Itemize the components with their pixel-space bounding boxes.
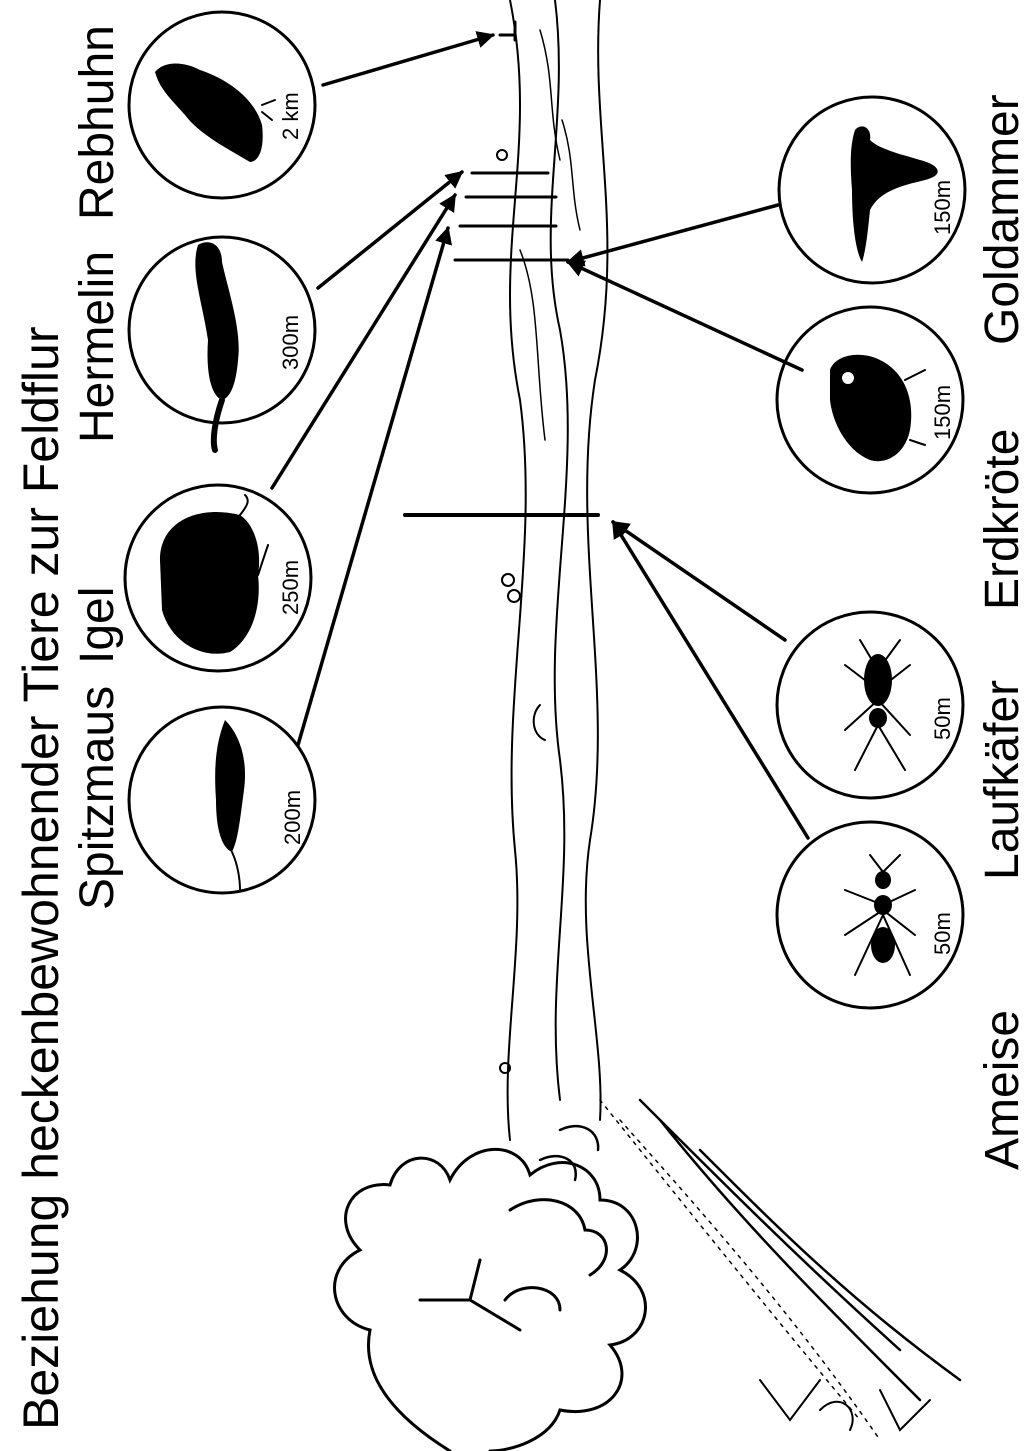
shrew-icon — [215, 720, 245, 852]
label-igel: Igel — [71, 587, 124, 664]
circle-ameise: 50m — [777, 822, 963, 1008]
distance-goldammer: 150m — [930, 180, 955, 235]
label-rebhuhn: Rebhuhn — [71, 25, 124, 220]
label-laufkaefer: Laufkäfer — [976, 680, 1029, 880]
label-ameise: Ameise — [976, 1010, 1029, 1170]
distance-spitzmaus: 200m — [280, 790, 305, 845]
toad-icon — [830, 355, 911, 461]
arrow-ameise — [613, 522, 808, 838]
distance-rebhuhn: 2 km — [278, 92, 303, 140]
arrow-rebhuhn — [323, 35, 493, 85]
arrow-spitzmaus — [298, 228, 448, 745]
label-spitzmaus: Spitzmaus — [71, 686, 124, 910]
circle-rebhuhn: 2 km — [129, 12, 315, 198]
circle-hermelin: 300m — [129, 237, 315, 450]
distance-erdkroete: 150m — [930, 385, 955, 440]
distance-bars — [405, 22, 598, 515]
label-erdkroete: Erdkröte — [976, 429, 1029, 610]
circle-erdkroete: 150m — [777, 307, 963, 493]
hedge — [335, 1100, 960, 1451]
circle-igel: 250m — [125, 485, 311, 671]
circle-laufkaefer: 50m — [777, 612, 963, 798]
distance-laufkaefer: 50m — [930, 697, 955, 740]
circle-goldammer: 150m — [779, 97, 965, 283]
arrow-goldammer — [568, 205, 778, 262]
ant-icon — [845, 855, 915, 975]
partridge-icon — [155, 64, 263, 163]
distance-ameise: 50m — [930, 912, 955, 955]
label-goldammer: Goldammer — [976, 94, 1029, 345]
distance-hermelin: 300m — [278, 315, 303, 370]
arrow-laufkaefer — [613, 522, 785, 640]
arrow-hermelin — [318, 172, 462, 288]
arrow-erdkroete — [568, 262, 802, 370]
diagram-title: Beziehung heckenbewohnender Tiere zur Fe… — [13, 327, 69, 1430]
stoat-icon — [195, 242, 238, 400]
label-hermelin: Hermelin — [71, 251, 124, 443]
field-landscape — [508, 0, 608, 1140]
ground-beetle-icon — [845, 640, 910, 770]
distance-igel: 250m — [278, 560, 303, 615]
arrows — [272, 35, 808, 838]
circle-spitzmaus: 200m — [129, 707, 315, 893]
hedgehog-icon — [160, 512, 259, 654]
yellowhammer-icon — [851, 126, 938, 262]
